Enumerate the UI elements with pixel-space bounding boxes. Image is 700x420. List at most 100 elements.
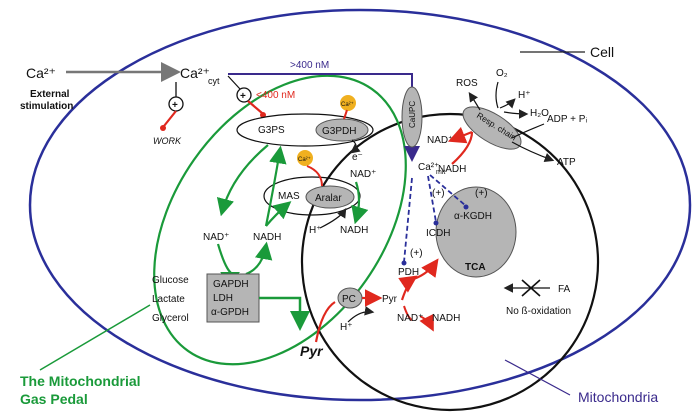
pdh-nad-plus: NAD⁺: [397, 313, 423, 324]
work-red-dot: [160, 125, 166, 131]
g3pdh-ca-link: [343, 109, 348, 120]
under-400-label: <400 nM: [256, 90, 295, 101]
adp-pi-label: ADP + Pᵢ: [547, 114, 587, 125]
tca-cycle: [435, 186, 517, 278]
no-beta-ox-label: No ß-oxidation: [506, 306, 571, 317]
respiratory-chain: [462, 106, 522, 150]
resp-nad-plus: NAD⁺: [427, 135, 453, 146]
glycolytic-enzymes-box: [206, 273, 260, 323]
pdh-to-tca-arrow: [409, 258, 439, 282]
mitochondrion-membrane: [300, 112, 600, 412]
g3pdh-label: G3PDH: [322, 126, 356, 137]
over-400-label: >400 nM: [290, 60, 329, 71]
gas-pedal-region: [153, 74, 407, 366]
low-ca-activation-circle: [236, 87, 252, 103]
pdh-label: PDH: [398, 267, 419, 278]
external-stimulation-line2: stimulation: [20, 101, 73, 112]
cyto-nad-plus: NAD⁺: [203, 232, 229, 243]
gas-pedal-title-line1: The Mitochondrial: [20, 373, 141, 389]
aralar-ca-badge-label: Ca²⁺: [298, 156, 311, 163]
mas-nad-plus: NAD⁺: [350, 169, 376, 180]
akgdh-label: α-KGDH: [454, 211, 492, 222]
fa-block-x-2: [521, 279, 541, 297]
gas-pedal-leader: [39, 304, 151, 371]
icdh-activation-dot: [433, 220, 439, 226]
cyto-pyr-label: Pyr: [300, 343, 324, 359]
glucose-label: Glucose: [152, 275, 189, 286]
tca-label: TCA: [465, 262, 486, 273]
glycolysis-to-nadh-arrow: [245, 241, 273, 276]
o2-into-resp: [495, 81, 499, 109]
h2o-label: H₂O: [530, 108, 549, 119]
glycerol-label: Glycerol: [152, 313, 189, 324]
g3ps-to-nad-arrow: [216, 144, 269, 217]
mas-label: MAS: [278, 191, 300, 202]
aralar-proton-arrow: [319, 207, 347, 229]
electron-label: e⁻: [352, 152, 363, 163]
ca-mit-subscript: mit: [436, 169, 445, 176]
low-ca-connector: [227, 75, 241, 90]
akgdh-plus-marker: (+): [475, 188, 488, 199]
ca-external-label: Ca²⁺: [26, 65, 56, 81]
gas-pedal-title-line2: Gas Pedal: [20, 391, 88, 407]
nadh-to-resp-link: [451, 131, 474, 165]
resp-to-nad-arrow: [447, 126, 473, 144]
low-ca-red-link: [247, 100, 263, 114]
ca-mit-to-icdh: [427, 175, 437, 223]
aralar-h-plus: H⁺: [309, 225, 322, 236]
mitochondria-label-leader: [504, 359, 571, 396]
agpdh-label: α-GPDH: [211, 307, 249, 318]
ca-mit-label: Ca²⁺: [418, 162, 439, 173]
pdh-nadh-branch: [419, 313, 434, 332]
resp-to-hplus-arrow: [499, 98, 516, 109]
o2-label: O₂: [496, 68, 508, 79]
work-label: WORK: [153, 136, 182, 146]
resp-nadh: NADH: [438, 164, 466, 175]
fa-label: FA: [558, 284, 571, 295]
g3pdh-enzyme: [315, 118, 369, 142]
pdh-plus-marker: (+): [410, 248, 423, 259]
ca-cytosolic-label: Ca²⁺: [180, 65, 210, 81]
g3pdh-ca-badge: [340, 95, 356, 111]
mitochondria-label: Mitochondria: [578, 389, 658, 405]
pc-label: PC: [342, 294, 356, 305]
pdh-activation-dot: [401, 260, 407, 266]
mcu-channel: [401, 86, 423, 148]
mas-green-arrow: [351, 181, 369, 225]
pyr-to-pdh-arrow: [398, 275, 418, 301]
g3pdh-electron-arrow: [350, 139, 361, 154]
ca-cytosolic-subscript: cyt: [208, 76, 220, 86]
aralar-carrier: [305, 185, 355, 209]
pc-h-plus: H⁺: [340, 322, 353, 333]
nad-to-glycolysis-arrow: [216, 243, 240, 288]
low-ca-plus: +: [240, 91, 246, 102]
mas-nadh: NADH: [340, 225, 368, 236]
resp-to-ros-arrow: [468, 92, 481, 111]
resp-to-atp-arrow: [511, 141, 555, 163]
resp-to-h2o-arrow: [503, 109, 529, 119]
pdh-nadh: NADH: [432, 313, 460, 324]
cyto-nadh: NADH: [253, 232, 281, 243]
work-red-link: [163, 110, 177, 127]
g3ps-label: G3PS: [258, 125, 285, 136]
adp-into-resp: [511, 123, 545, 139]
mcu-label: CaUPC: [408, 101, 417, 128]
mas-shuttle-outline: [263, 176, 361, 216]
aralar-ca-link: [306, 165, 323, 187]
external-stimulation-line1: External: [30, 89, 70, 100]
g3pdh-ca-badge-label: Ca²⁺: [341, 101, 354, 108]
resp-h-plus: H⁺: [518, 90, 531, 101]
atp-label: ATP: [557, 157, 576, 168]
aralar-label: Aralar: [315, 193, 342, 204]
nadh-to-mas-arrow: [265, 201, 292, 227]
akgdh-activation-dot: [463, 204, 469, 210]
lactate-label: Lactate: [152, 294, 185, 305]
ca-mit-to-pdh: [403, 177, 413, 263]
ros-label: ROS: [456, 78, 478, 89]
ldh-label: LDH: [213, 293, 233, 304]
mit-pyr-label: Pyr: [382, 294, 398, 305]
work-plus: +: [172, 100, 178, 111]
cell-label: Cell: [590, 44, 614, 60]
